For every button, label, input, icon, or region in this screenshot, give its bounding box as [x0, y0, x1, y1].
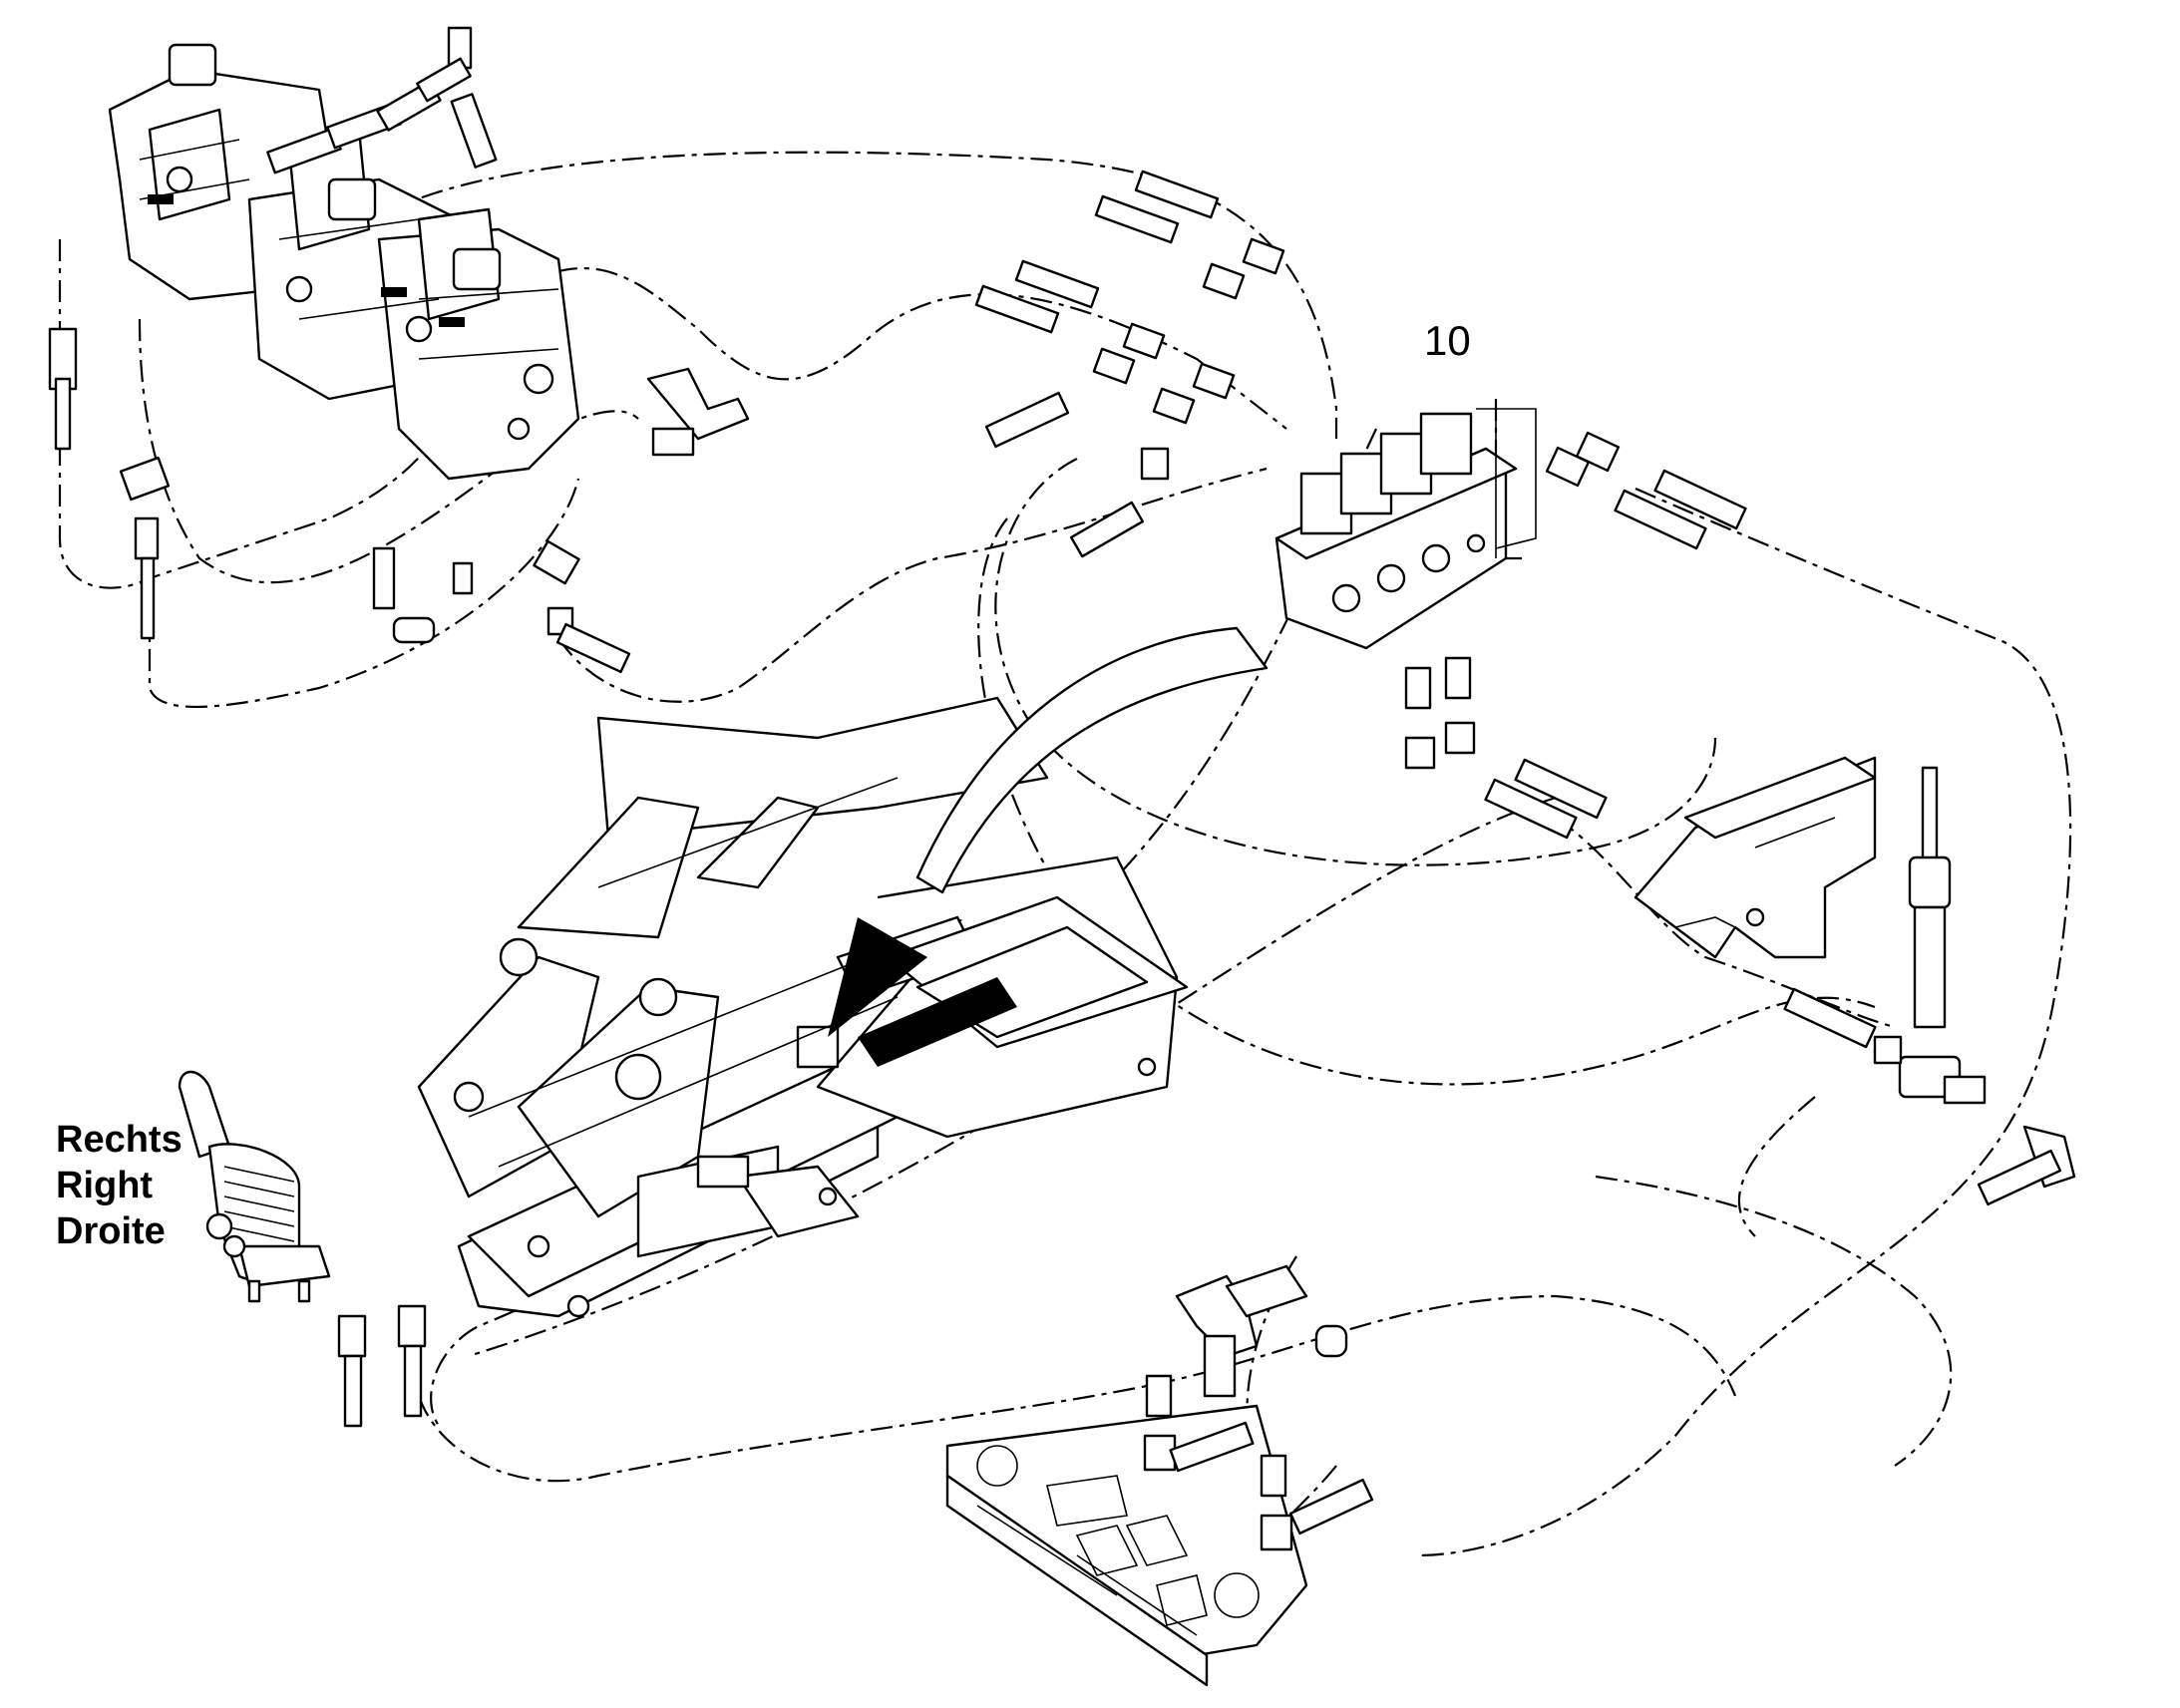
side-label: Rechts Right Droite [56, 1117, 182, 1254]
hose-line-4 [58, 239, 471, 589]
upper-frame-icon [417, 696, 1189, 1318]
side-label-french: Droite [56, 1210, 166, 1252]
hose-line-2 [518, 266, 1287, 430]
floor-plate-icon [945, 1404, 1308, 1687]
mounting-bracket-icon [1634, 756, 1877, 959]
hose-line-13 [417, 1294, 1737, 1483]
callout-label-10: 10 [1424, 317, 1471, 364]
solenoid-valve-block-icon [1274, 408, 1537, 650]
hose-line-7 [977, 517, 1876, 1086]
hose-line-10 [1555, 817, 1896, 1029]
hose-line-15 [1737, 1096, 1816, 1237]
hose-line-14 [1595, 1175, 1953, 1467]
control-valve-block-icon [108, 43, 580, 481]
pressure-sensor-icon [1783, 766, 2076, 1206]
joystick-icon [178, 1070, 427, 1428]
fittings-top [48, 26, 750, 674]
routing-arrow-icon [828, 626, 1269, 1037]
side-label-english: Right [56, 1165, 154, 1206]
hose-line-9 [1415, 487, 2072, 1557]
fittings-right [1404, 431, 1747, 840]
pedal-bracket-icon [1143, 1264, 1374, 1551]
hose-line-1 [348, 151, 1338, 439]
hose-line-6 [994, 458, 1717, 866]
side-label-german: Rechts [56, 1119, 182, 1161]
hose-line-5 [148, 478, 580, 708]
fittings-middle [974, 170, 1285, 558]
